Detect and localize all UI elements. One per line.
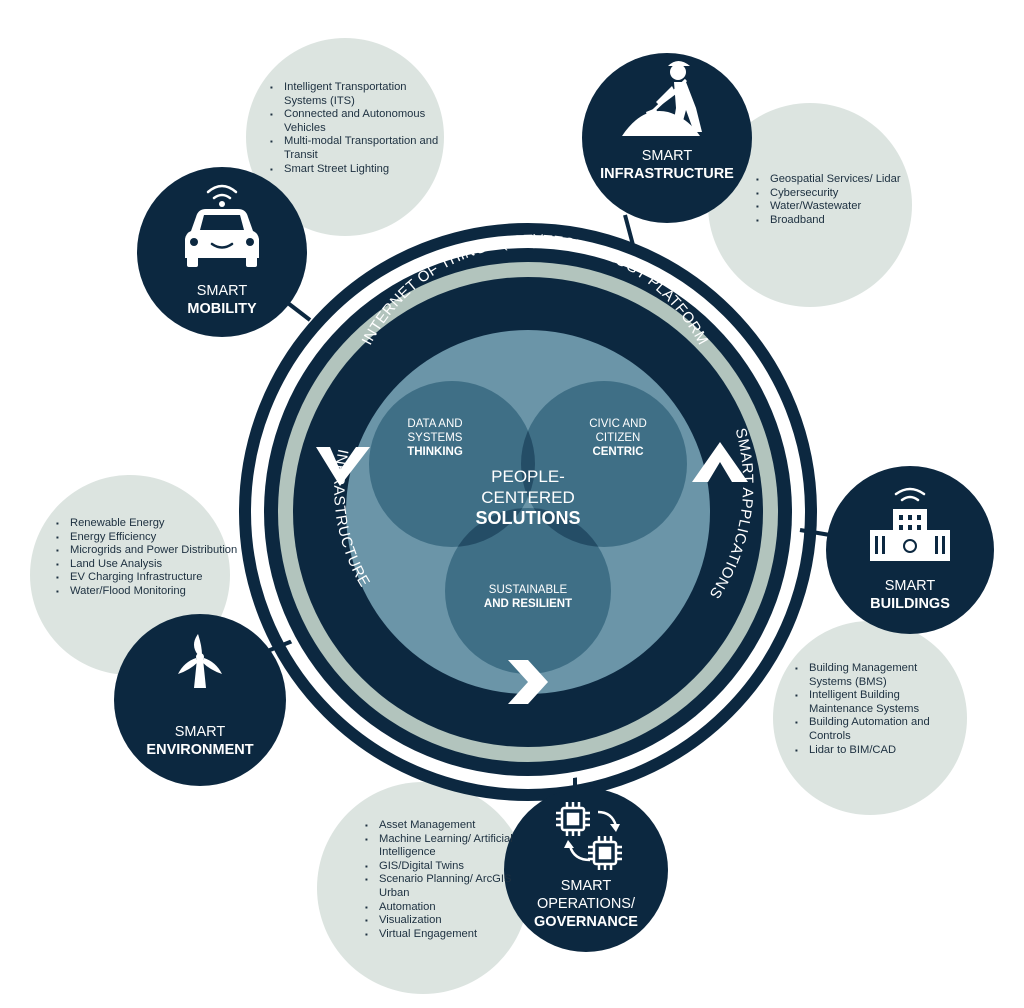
outer-ring: [239, 223, 817, 801]
label-light: SMART: [560, 878, 612, 894]
list-item: Machine Learning/ Artificial Intelligenc…: [365, 833, 519, 860]
venn-line: DATA AND: [407, 418, 463, 430]
list-item: Building Automation and Controls: [795, 716, 959, 743]
label-light: SMART: [196, 283, 248, 299]
arrow-bottom-chevron: [508, 660, 548, 704]
label-light: OPERATIONS/: [536, 896, 636, 912]
venn-line: SUSTAINABLE: [488, 584, 568, 596]
label-light: SMART: [641, 148, 693, 164]
list-item: Land Use Analysis: [56, 558, 240, 572]
label-light: SMART: [884, 578, 936, 594]
list-item: Multi-modal Transportation and Transit: [270, 135, 444, 162]
worker-shovel-icon: [622, 61, 702, 136]
label-light: SMART: [174, 724, 226, 740]
car-icon: [185, 184, 259, 267]
venn-line-bold: THINKING: [407, 446, 463, 458]
venn-label-center: PEOPLE- CENTERED SOLUTIONS: [458, 466, 598, 529]
list-item: Scenario Planning/ ArcGIS Urban: [365, 873, 519, 900]
wind-turbine-icon: [178, 634, 222, 688]
venn-diagram: [369, 381, 687, 674]
list-item: Connected and Autonomous Vehicles: [270, 108, 444, 135]
venn-line: SYSTEMS: [407, 432, 463, 444]
label-smart-buildings: SMART BUILDINGS: [840, 577, 980, 613]
venn-circle-data: [369, 381, 535, 547]
venn-line: CENTERED: [481, 488, 575, 507]
list-item: Energy Efficiency: [56, 531, 240, 545]
node-environment: [114, 614, 286, 786]
building-icon: [870, 487, 950, 561]
label-bold: ENVIRONMENT: [146, 742, 254, 758]
list-operations: Asset Management Machine Learning/ Artif…: [365, 819, 519, 941]
node-operations: [504, 788, 668, 952]
list-item: Automation: [365, 901, 519, 915]
venn-line-bold: CENTRIC: [592, 446, 644, 458]
venn-label-sustainable: SUSTAINABLE AND RESILIENT: [468, 583, 588, 611]
list-item: Asset Management: [365, 819, 519, 833]
venn-label-data: DATA AND SYSTEMS THINKING: [385, 417, 485, 459]
list-item: Broadband: [756, 214, 906, 228]
venn-line-bold: SOLUTIONS: [475, 508, 581, 528]
list-item: Visualization: [365, 914, 519, 928]
list-item: Water/Wastewater: [756, 200, 906, 214]
venn-circle-sustainable: [445, 508, 611, 674]
label-smart-infrastructure: SMART INFRASTRUCTURE: [592, 147, 742, 183]
label-smart-operations: SMART OPERATIONS/ GOVERNANCE: [516, 877, 656, 931]
list-buildings: Building Management Systems (BMS) Intell…: [795, 662, 959, 757]
list-item: Intelligent Building Maintenance Systems: [795, 689, 959, 716]
venn-line-bold: AND RESILIENT: [483, 598, 573, 610]
label-bold: INFRASTRUCTURE: [600, 166, 734, 182]
arrow-left-chevron: [316, 447, 370, 486]
label-bold: MOBILITY: [187, 301, 257, 317]
list-item: Virtual Engagement: [365, 928, 519, 942]
label-bold: BUILDINGS: [870, 596, 950, 612]
list-item: EV Charging Infrastructure: [56, 571, 240, 585]
label-smart-environment: SMART ENVIRONMENT: [130, 723, 270, 759]
node-infrastructure: [582, 53, 752, 223]
list-item: GIS/Digital Twins: [365, 860, 519, 874]
list-infrastructure: Geospatial Services/ Lidar Cybersecurity…: [756, 173, 906, 227]
venn-label-civic: CIVIC AND CITIZEN CENTRIC: [568, 417, 668, 459]
list-environment: Renewable Energy Energy Efficiency Micro…: [56, 517, 240, 599]
label-bold: GOVERNANCE: [534, 914, 638, 930]
list-item: Lidar to BIM/CAD: [795, 744, 959, 758]
list-item: Intelligent Transportation Systems (ITS): [270, 81, 444, 108]
chip-cycle-icon: [556, 802, 622, 870]
list-item: Geospatial Services/ Lidar: [756, 173, 906, 187]
list-item: Smart Street Lighting: [270, 163, 444, 177]
list-mobility: Intelligent Transportation Systems (ITS)…: [270, 81, 444, 176]
list-item: Water/Flood Monitoring: [56, 585, 240, 599]
ring-arrows: [316, 442, 748, 704]
list-item: Building Management Systems (BMS): [795, 662, 959, 689]
label-smart-mobility: SMART MOBILITY: [152, 282, 292, 318]
venn-circle-civic: [521, 381, 687, 547]
venn-line: PEOPLE-: [491, 467, 565, 486]
list-item: Microgrids and Power Distribution: [56, 544, 240, 558]
venn-line: CITIZEN: [595, 432, 641, 444]
list-item: Cybersecurity: [756, 187, 906, 201]
list-item: Renewable Energy: [56, 517, 240, 531]
venn-line: CIVIC AND: [589, 418, 647, 430]
arrow-right-chevron: [692, 442, 748, 482]
